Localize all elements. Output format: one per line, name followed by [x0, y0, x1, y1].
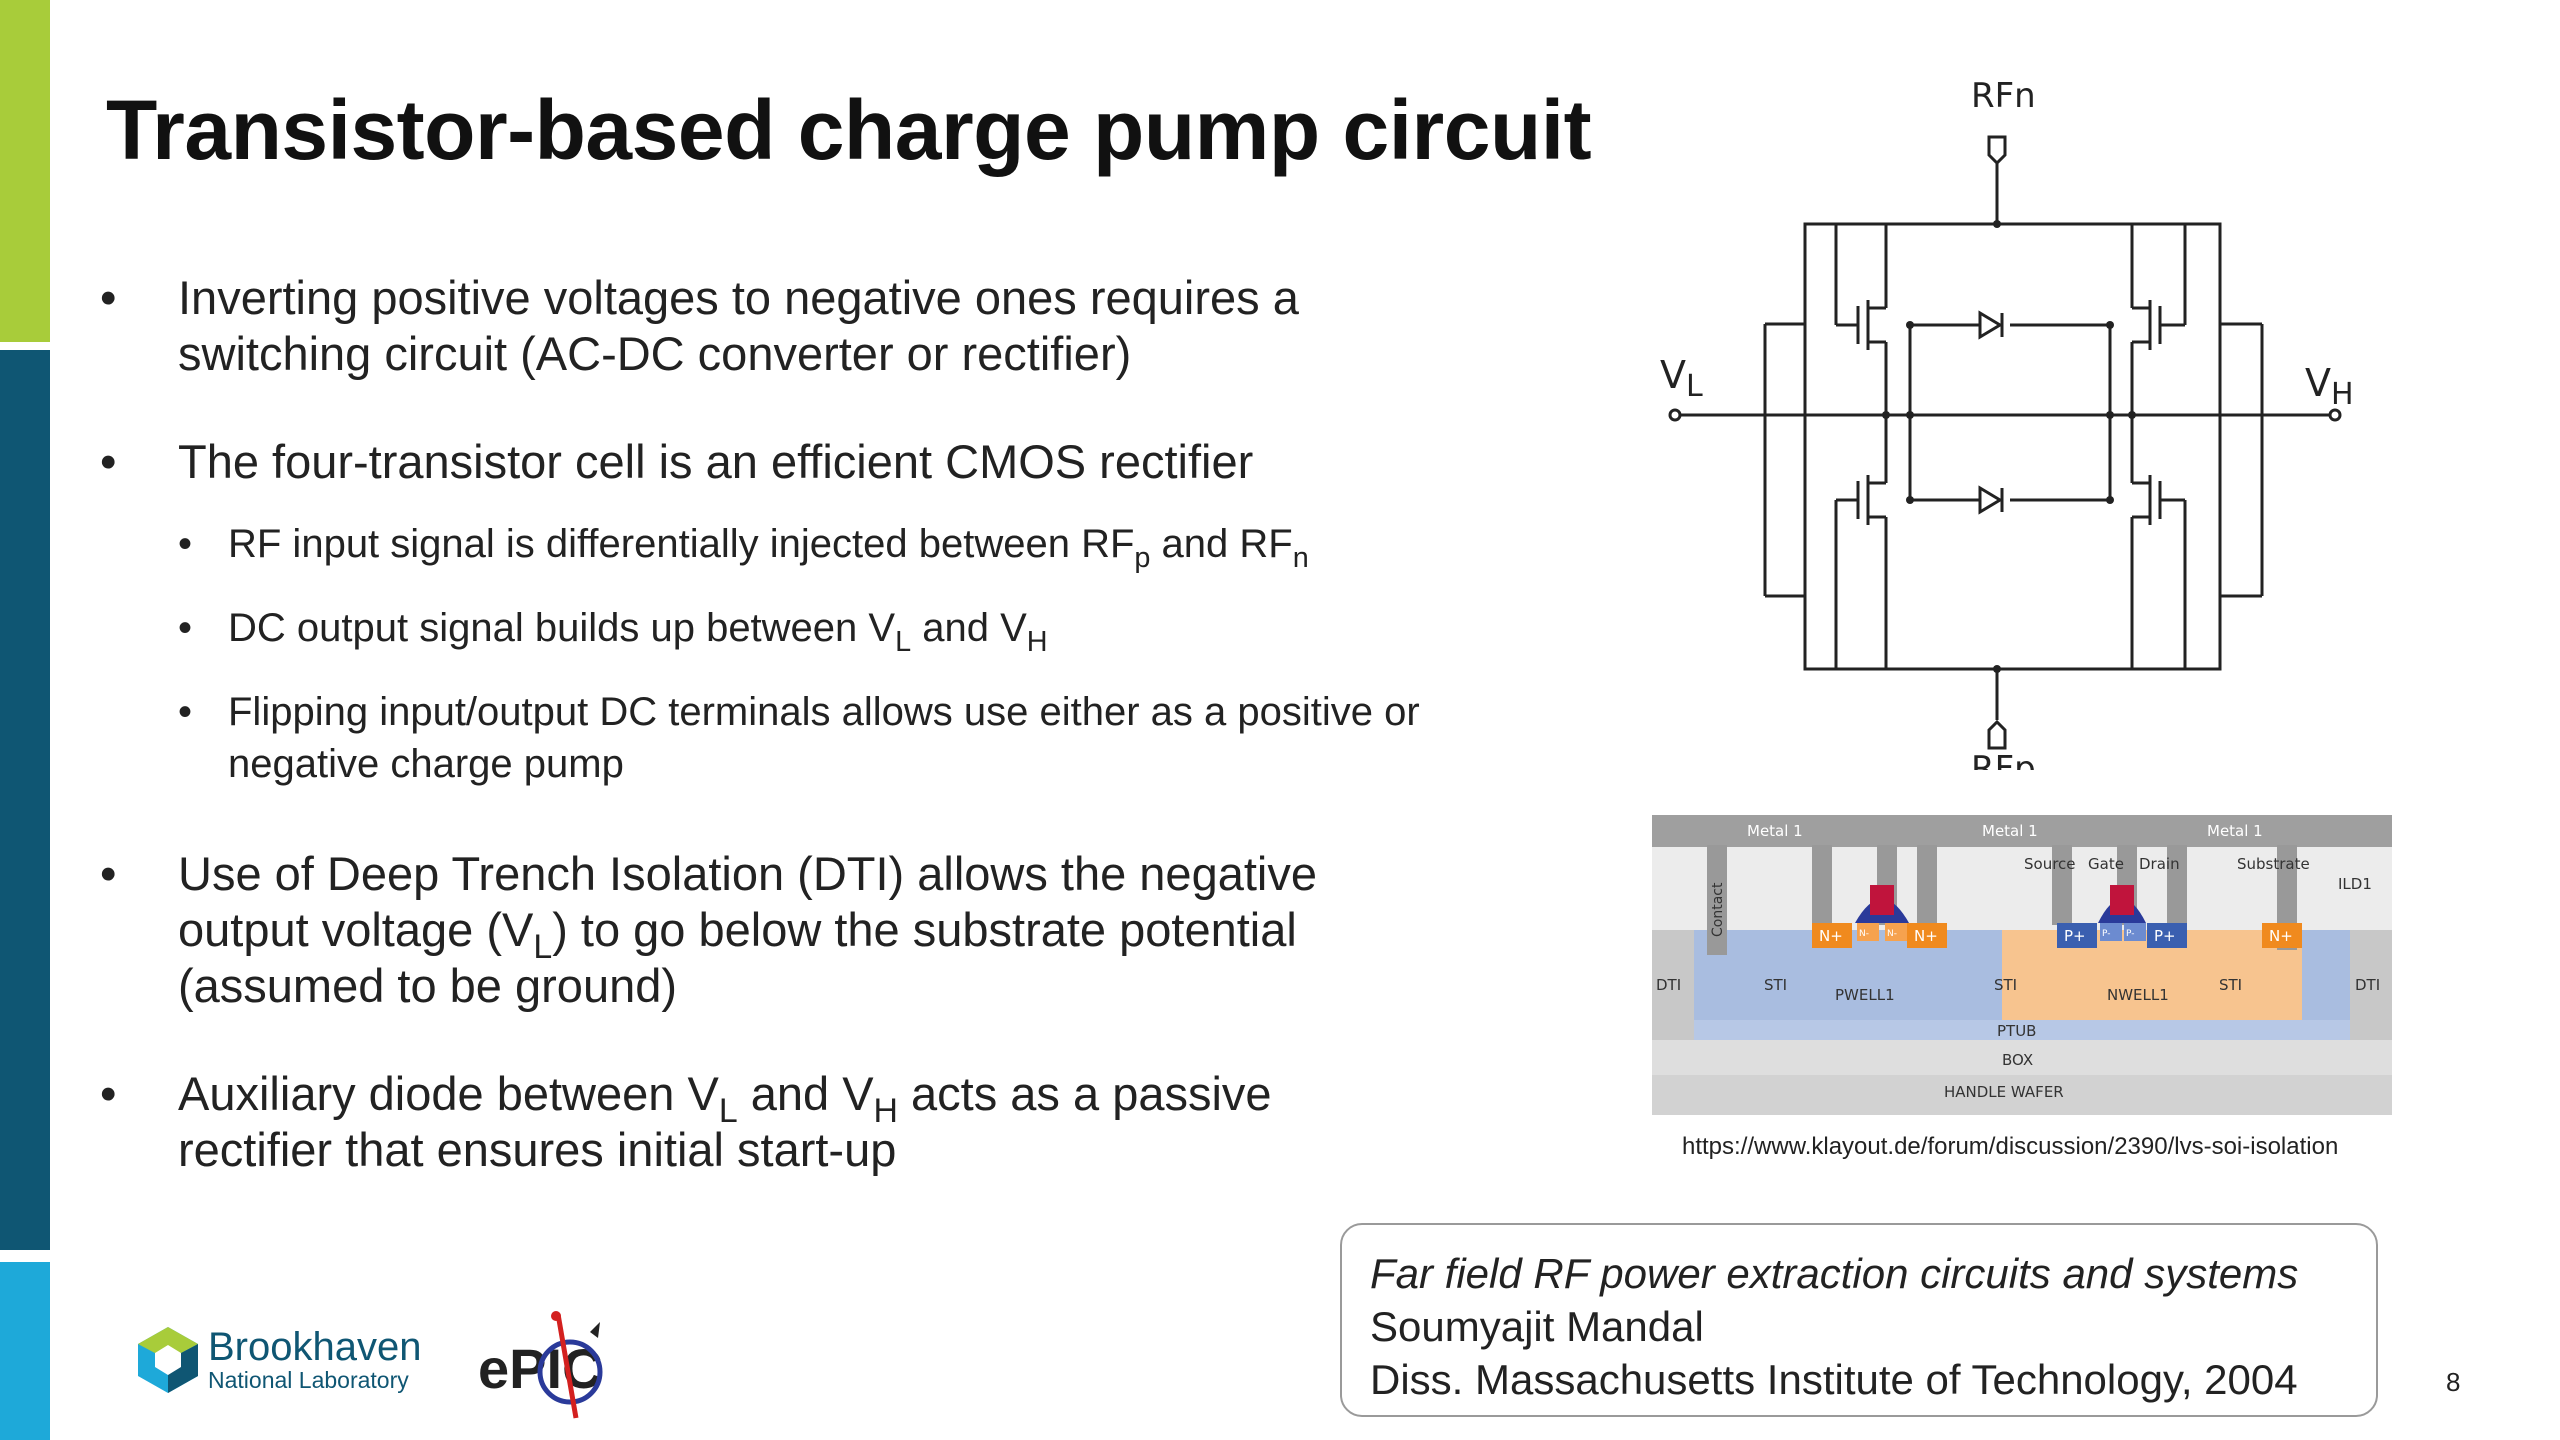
xs-box: BOX: [2002, 1051, 2033, 1069]
soi-cross-section: Metal 1 Metal 1 Metal 1 N+ N+ P+ P+ N+ N…: [1652, 815, 2392, 1115]
xs-dti-left: DTI: [1656, 976, 1681, 994]
bullet-aux-diode: Auxiliary diode between VL and VH acts a…: [100, 1066, 1430, 1178]
xs-drain: Drain: [2139, 855, 2180, 873]
xs-ild1: ILD1: [2338, 875, 2372, 893]
label-rfn: RFn: [1971, 76, 2036, 116]
bullet-inverting: Inverting positive voltages to negative …: [100, 270, 1430, 382]
subbullet-rf-input: RF input signal is differentially inject…: [100, 518, 1430, 572]
xs-pminus-1: P-: [2102, 929, 2110, 939]
brookhaven-logo: Brookhaven National Laboratory: [136, 1325, 421, 1395]
xs-metal-2: Metal 1: [1982, 822, 2038, 840]
bullet-list: Inverting positive voltages to negative …: [100, 270, 1430, 1230]
label-vl: VL: [1660, 353, 1703, 404]
brookhaven-hex-icon: [138, 1327, 198, 1393]
xs-pminus-2: P-: [2126, 929, 2134, 939]
accent-bar-green: [0, 0, 50, 342]
xs-substrate: Substrate: [2237, 855, 2310, 873]
epic-logo: ePIC: [478, 1311, 603, 1419]
xs-pplus-2: P+: [2154, 927, 2176, 945]
accent-bar-navy: [0, 350, 50, 1250]
xs-sti-2: STI: [1994, 976, 2017, 994]
xs-metal-1: Metal 1: [1747, 822, 1803, 840]
xs-nplus-1: N+: [1819, 927, 1843, 945]
xs-metal-3: Metal 1: [2207, 822, 2263, 840]
xs-ptub: PTUB: [1997, 1022, 2036, 1040]
xs-gate: Gate: [2088, 855, 2124, 873]
xs-contact: Contact: [1710, 882, 1726, 937]
xs-nplus-2: N+: [1914, 927, 1938, 945]
rfn-port: [1987, 135, 2007, 166]
xs-nplus-3: N+: [2269, 927, 2293, 945]
reference-title: Far field RF power extraction circuits a…: [1370, 1250, 2299, 1297]
xs-pwell: PWELL1: [1835, 986, 1895, 1004]
schematic-frame: [1803, 222, 2222, 671]
reference-author: Soumyajit Mandal: [1370, 1303, 1704, 1350]
page-number: 8: [2446, 1367, 2461, 1397]
subbullet-flipping: Flipping input/output DC terminals allow…: [100, 686, 1430, 790]
reference-venue: Diss. Massachusetts Institute of Technol…: [1370, 1356, 2298, 1403]
xs-handle: HANDLE WAFER: [1944, 1083, 2064, 1101]
xs-pplus-1: P+: [2064, 927, 2086, 945]
accent-bar-cyan: [0, 1262, 50, 1440]
brookhaven-sub: National Laboratory: [208, 1367, 409, 1393]
rfp-port: [1987, 719, 2007, 750]
subbullet-dc-output: DC output signal builds up between VL an…: [100, 602, 1430, 656]
slide-title: Transistor-based charge pump circuit: [106, 83, 1592, 177]
xs-nminus-1: N-: [1859, 929, 1869, 939]
bullet-dti: Use of Deep Trench Isolation (DTI) allow…: [100, 846, 1430, 1014]
charge-pump-schematic: RFn: [1660, 76, 2354, 770]
brookhaven-name: Brookhaven: [208, 1325, 422, 1369]
source-url: https://www.klayout.de/forum/discussion/…: [1682, 1133, 2339, 1160]
xs-sti-3: STI: [2219, 976, 2242, 994]
bullet-four-transistor: The four-transistor cell is an efficient…: [100, 434, 1430, 490]
xs-nwell: NWELL1: [2107, 986, 2169, 1004]
reference-box: Far field RF power extraction circuits a…: [1340, 1223, 2378, 1417]
xs-nminus-2: N-: [1887, 929, 1897, 939]
xs-sti-1: STI: [1764, 976, 1787, 994]
label-rfp: RFp: [1971, 749, 2036, 770]
xs-dti-right: DTI: [2355, 976, 2380, 994]
xs-source: Source: [2024, 855, 2076, 873]
label-vh: VH: [2305, 361, 2354, 412]
